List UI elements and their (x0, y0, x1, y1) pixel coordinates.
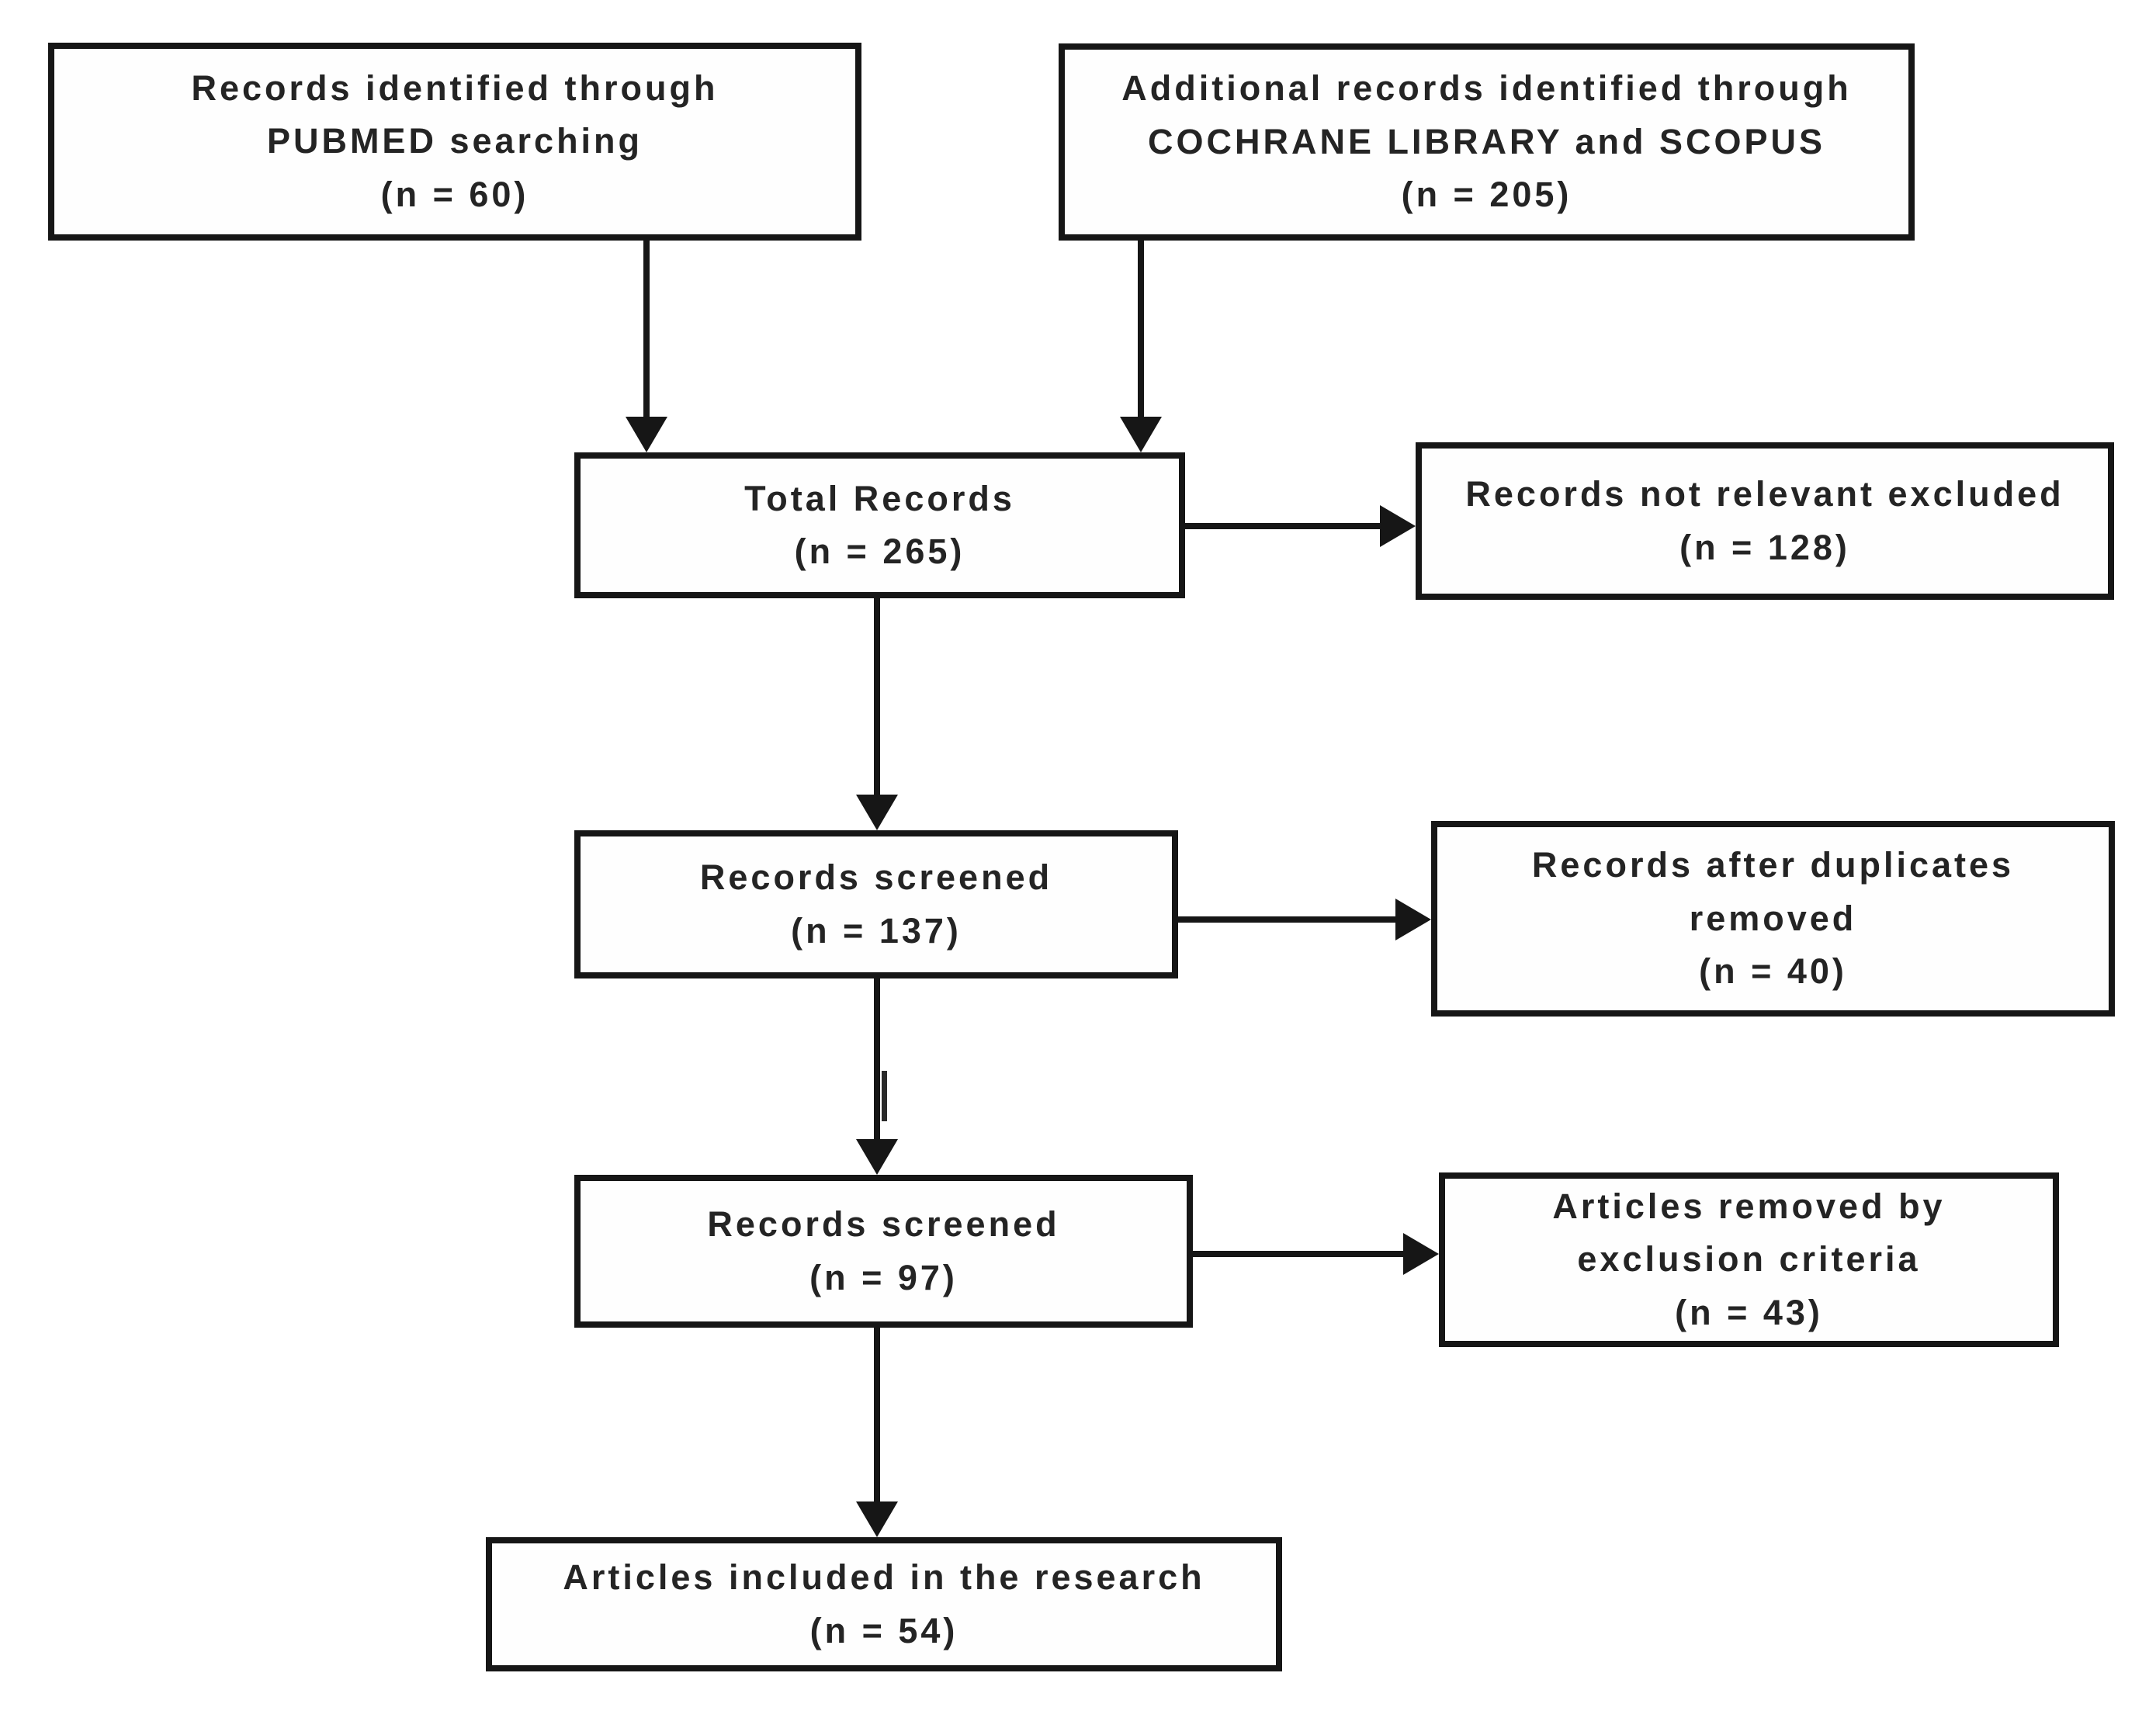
arrow-additional-to-total-line (1138, 241, 1144, 418)
box-count-label: (n = 128) (1679, 527, 1850, 567)
line-artifact (882, 1071, 887, 1121)
arrow-pubmed-to-total-line (643, 241, 650, 418)
arrow-down-icon (856, 795, 898, 830)
arrow-right-icon (1395, 899, 1431, 940)
box-count-label: (n = 265) (794, 532, 965, 571)
box-count-label: (n = 137) (791, 910, 962, 951)
box-text-line: removed (1689, 898, 1857, 938)
box-count-label: (n = 54) (809, 1610, 958, 1650)
box-text-line: Records identified through (191, 68, 719, 108)
box-text-line: COCHRANE LIBRARY and SCOPUS (1147, 121, 1826, 161)
box-text-line: Records screened (707, 1204, 1060, 1245)
box-articles-removed-exclusion-criteria: Articles removed by exclusion criteria (… (1439, 1172, 2059, 1347)
box-records-identified-pubmed: Records identified through PUBMED search… (48, 43, 861, 241)
box-articles-included: Articles included in the research (n = 5… (486, 1537, 1282, 1671)
box-text-line: Records not relevant excluded (1465, 474, 2064, 514)
box-count-label: (n = 43) (1675, 1292, 1823, 1332)
arrow-total-to-not-relevant-line (1185, 523, 1381, 529)
arrow-down-icon (856, 1501, 898, 1537)
box-records-not-relevant-excluded: Records not relevant excluded (n = 128) (1416, 442, 2114, 600)
box-text-line: exclusion criteria (1577, 1239, 1921, 1280)
box-count-label: (n = 40) (1699, 951, 1847, 992)
arrow-screened137-to-screened97-line (874, 978, 880, 1139)
box-records-screened-137: Records screened (n = 137) (574, 830, 1178, 978)
box-total-records: Total Records (n = 265) (574, 452, 1185, 598)
box-text-line: Additional records identified through (1121, 68, 1852, 109)
arrow-right-icon (1403, 1233, 1439, 1275)
arrow-screened97-to-excluded-line (1193, 1251, 1405, 1257)
box-text-line: Records screened (699, 857, 1053, 898)
arrow-screened97-to-included-line (874, 1328, 880, 1501)
box-text-line: Total Records (744, 478, 1015, 518)
arrow-screened137-to-duplicates-line (1178, 916, 1397, 923)
box-count-label: (n = 60) (380, 174, 529, 214)
box-records-after-duplicates-removed: Records after duplicates removed (n = 40… (1431, 821, 2115, 1017)
box-text-line: Records after duplicates (1531, 845, 2015, 885)
box-additional-records-cochrane-scopus: Additional records identified through CO… (1059, 43, 1915, 241)
arrow-right-icon (1380, 505, 1416, 547)
box-count-label: (n = 205) (1401, 175, 1572, 215)
box-records-screened-97: Records screened (n = 97) (574, 1175, 1193, 1328)
arrow-total-to-screened137-line (874, 598, 880, 795)
box-text-line: Articles included in the research (563, 1557, 1205, 1598)
arrow-down-icon (626, 417, 667, 452)
box-count-label: (n = 97) (809, 1257, 958, 1297)
arrow-down-icon (856, 1139, 898, 1175)
box-text-line: Articles removed by (1552, 1186, 1946, 1226)
box-text-line: PUBMED searching (266, 121, 643, 161)
arrow-down-icon (1120, 417, 1162, 452)
